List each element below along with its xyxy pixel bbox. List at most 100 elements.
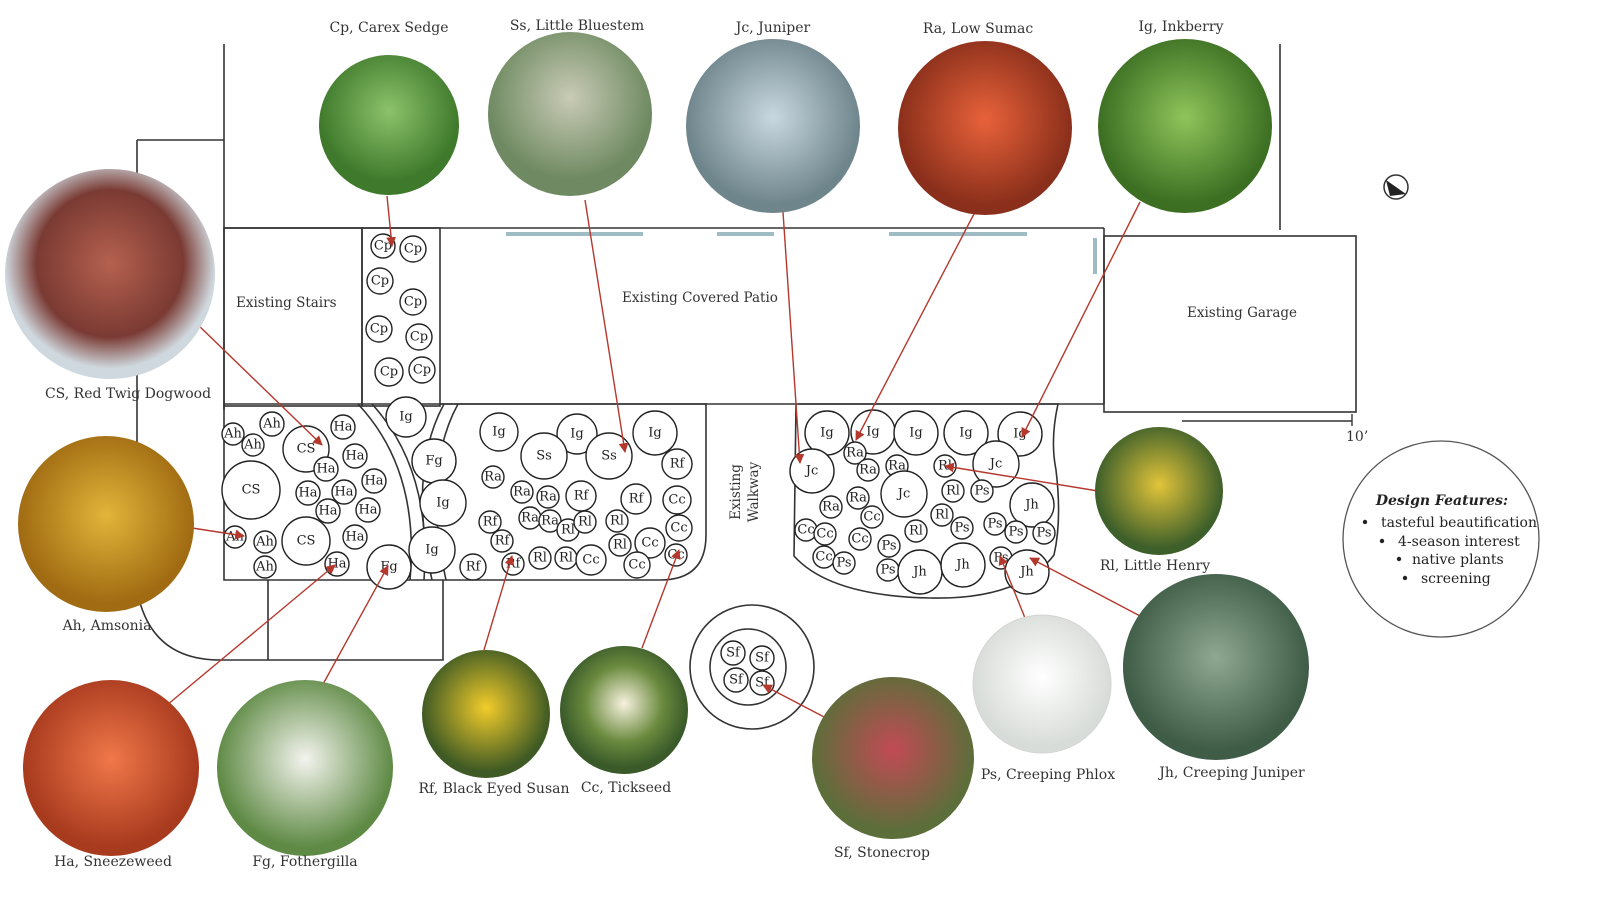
plant-symbol-ig: Ig	[408, 526, 456, 574]
plant-symbol-circle	[295, 480, 321, 506]
plant-symbol-code: Cp	[413, 363, 431, 378]
plant-symbol-code: Cc	[668, 493, 685, 508]
plant-symbol-rf: Rf	[501, 552, 525, 576]
plant-symbol-cp: Cp	[366, 267, 394, 295]
plant-symbol-circle	[408, 356, 436, 384]
plant-symbol-circle	[481, 465, 505, 489]
plant-symbol-ra: Ra	[510, 480, 534, 504]
plant-symbol-code: Cc	[582, 553, 599, 568]
plant-symbol-ha: Ha	[355, 497, 381, 523]
plant-symbol-circle	[662, 485, 692, 515]
callout-arrows	[166, 195, 1143, 719]
plant-symbol-sf: Sf	[749, 670, 775, 696]
plant-symbol-cs: CS	[221, 460, 281, 520]
plant-symbol-fg: Fg	[411, 438, 457, 484]
plant-symbol-circle	[940, 542, 986, 588]
plant-symbol-ah: Ah	[253, 555, 277, 579]
design-features-panel: Design Features: tasteful beautification…	[1342, 440, 1540, 638]
plant-symbol-circle	[970, 479, 994, 503]
plant-symbol-jh: Jh	[1004, 549, 1050, 595]
plant-symbol-code: Cc	[670, 521, 687, 536]
plant-symbol-circle	[720, 640, 746, 666]
plant-symbol-code: Ha	[334, 485, 353, 500]
plant-symbol-circle	[819, 495, 843, 519]
photo-tickseed	[560, 646, 688, 774]
plant-symbol-ah: Ah	[221, 422, 245, 446]
plant-symbol-code: Cc	[628, 558, 645, 573]
design-features-title: Design Features:	[1375, 493, 1508, 509]
plant-symbol-code: Jh	[954, 558, 970, 573]
plant-symbol-circle	[565, 480, 597, 512]
label-black-eyed-susan: Rf, Black Eyed Susan	[419, 781, 570, 797]
plant-symbol-circle	[419, 479, 467, 527]
plant-symbol-circle	[972, 440, 1020, 488]
plant-symbol-cc: Cc	[848, 527, 872, 551]
plant-symbol-code: Ig	[909, 426, 922, 441]
photo-red-twig-dogwood	[5, 169, 215, 379]
plant-symbol-code: Cc	[816, 527, 833, 542]
plant-symbol-ra: Ra	[856, 458, 880, 482]
plant-symbol-code: Rl	[610, 514, 624, 529]
plant-symbol-code: CS	[242, 483, 261, 498]
plant-symbol-ig: Ig	[943, 410, 989, 456]
plant-symbol-cc: Cc	[575, 544, 607, 576]
plant-symbol-circle	[877, 534, 901, 558]
plant-symbol-code: Ig	[1013, 427, 1026, 442]
plant-symbol-circle	[723, 667, 749, 693]
label-stonecrop: Sf, Stonecrop	[834, 845, 930, 861]
plant-symbol-cc: Cc	[665, 514, 693, 542]
design-feature-item: native plants	[1412, 552, 1504, 568]
plant-symbol-cc: Cc	[662, 485, 692, 515]
plant-symbol-code: Sf	[755, 651, 770, 666]
plant-symbol-code: Ha	[364, 474, 383, 489]
plant-symbol-cc: Cc	[813, 522, 837, 546]
plant-symbol-ig: Ig	[556, 413, 598, 455]
plant-symbol-circle	[259, 411, 285, 437]
plant-symbol-code: Ra	[539, 490, 557, 505]
label-little-henry: Rl, Little Henry	[1100, 558, 1210, 574]
plant-symbol-code: Ha	[333, 420, 352, 435]
plant-symbol-code: Ah	[262, 417, 281, 432]
plant-symbol-code: Rl	[559, 551, 573, 566]
plant-symbol-code: Ah	[243, 438, 262, 453]
plant-symbol-code: Rl	[578, 515, 592, 530]
plant-symbol-circle	[520, 432, 568, 480]
plant-symbol-circle	[605, 509, 629, 533]
plant-symbol-ah: Ah	[241, 433, 265, 457]
north-arrow-icon	[1383, 174, 1409, 200]
arrow-rl	[944, 462, 1099, 492]
plant-symbol-ha: Ha	[342, 524, 368, 550]
plant-symbol-ps: Ps	[1032, 521, 1056, 545]
plant-symbol-circle	[665, 514, 693, 542]
patio-windows	[506, 232, 1097, 274]
plant-symbol-code: Fg	[380, 560, 397, 575]
area-existing-stairs: Existing Stairs	[236, 295, 337, 311]
plant-symbol-ig: Ig	[893, 410, 939, 456]
plant-symbol-circle	[1009, 482, 1055, 528]
label-carex-sedge: Cp, Carex Sedge	[329, 20, 448, 36]
plant-symbol-circle	[366, 267, 394, 295]
plant-symbol-code: Ah	[223, 427, 242, 442]
plant-symbol-code: Ig	[425, 543, 438, 558]
plant-symbol-code: Ra	[513, 485, 531, 500]
plant-symbol-ah: Ah	[223, 525, 247, 549]
plant-symbol-circle	[342, 443, 368, 469]
plant-symbol-code: Ps	[974, 484, 989, 499]
plant-symbol-cc: Cc	[634, 527, 666, 559]
arrow-cp	[386, 195, 396, 247]
plant-symbol-circle	[361, 468, 387, 494]
arrow-ha	[166, 564, 336, 706]
plant-symbol-circle	[510, 480, 534, 504]
plant-symbol-circle	[342, 524, 368, 550]
plant-symbol-rl: Rl	[528, 546, 552, 570]
plant-symbol-circle	[813, 522, 837, 546]
plant-symbol-code: Ps	[881, 539, 896, 554]
plant-symbol-code: Cp	[404, 242, 422, 257]
plant-symbol-jh: Jh	[897, 549, 943, 595]
plant-symbol-cp: Cp	[405, 323, 433, 351]
plant-symbol-ps: Ps	[877, 534, 901, 558]
plant-symbol-ps: Ps	[983, 512, 1007, 536]
plant-symbol-code: Ig	[648, 426, 661, 441]
plant-symbol-code: Ah	[225, 530, 244, 545]
